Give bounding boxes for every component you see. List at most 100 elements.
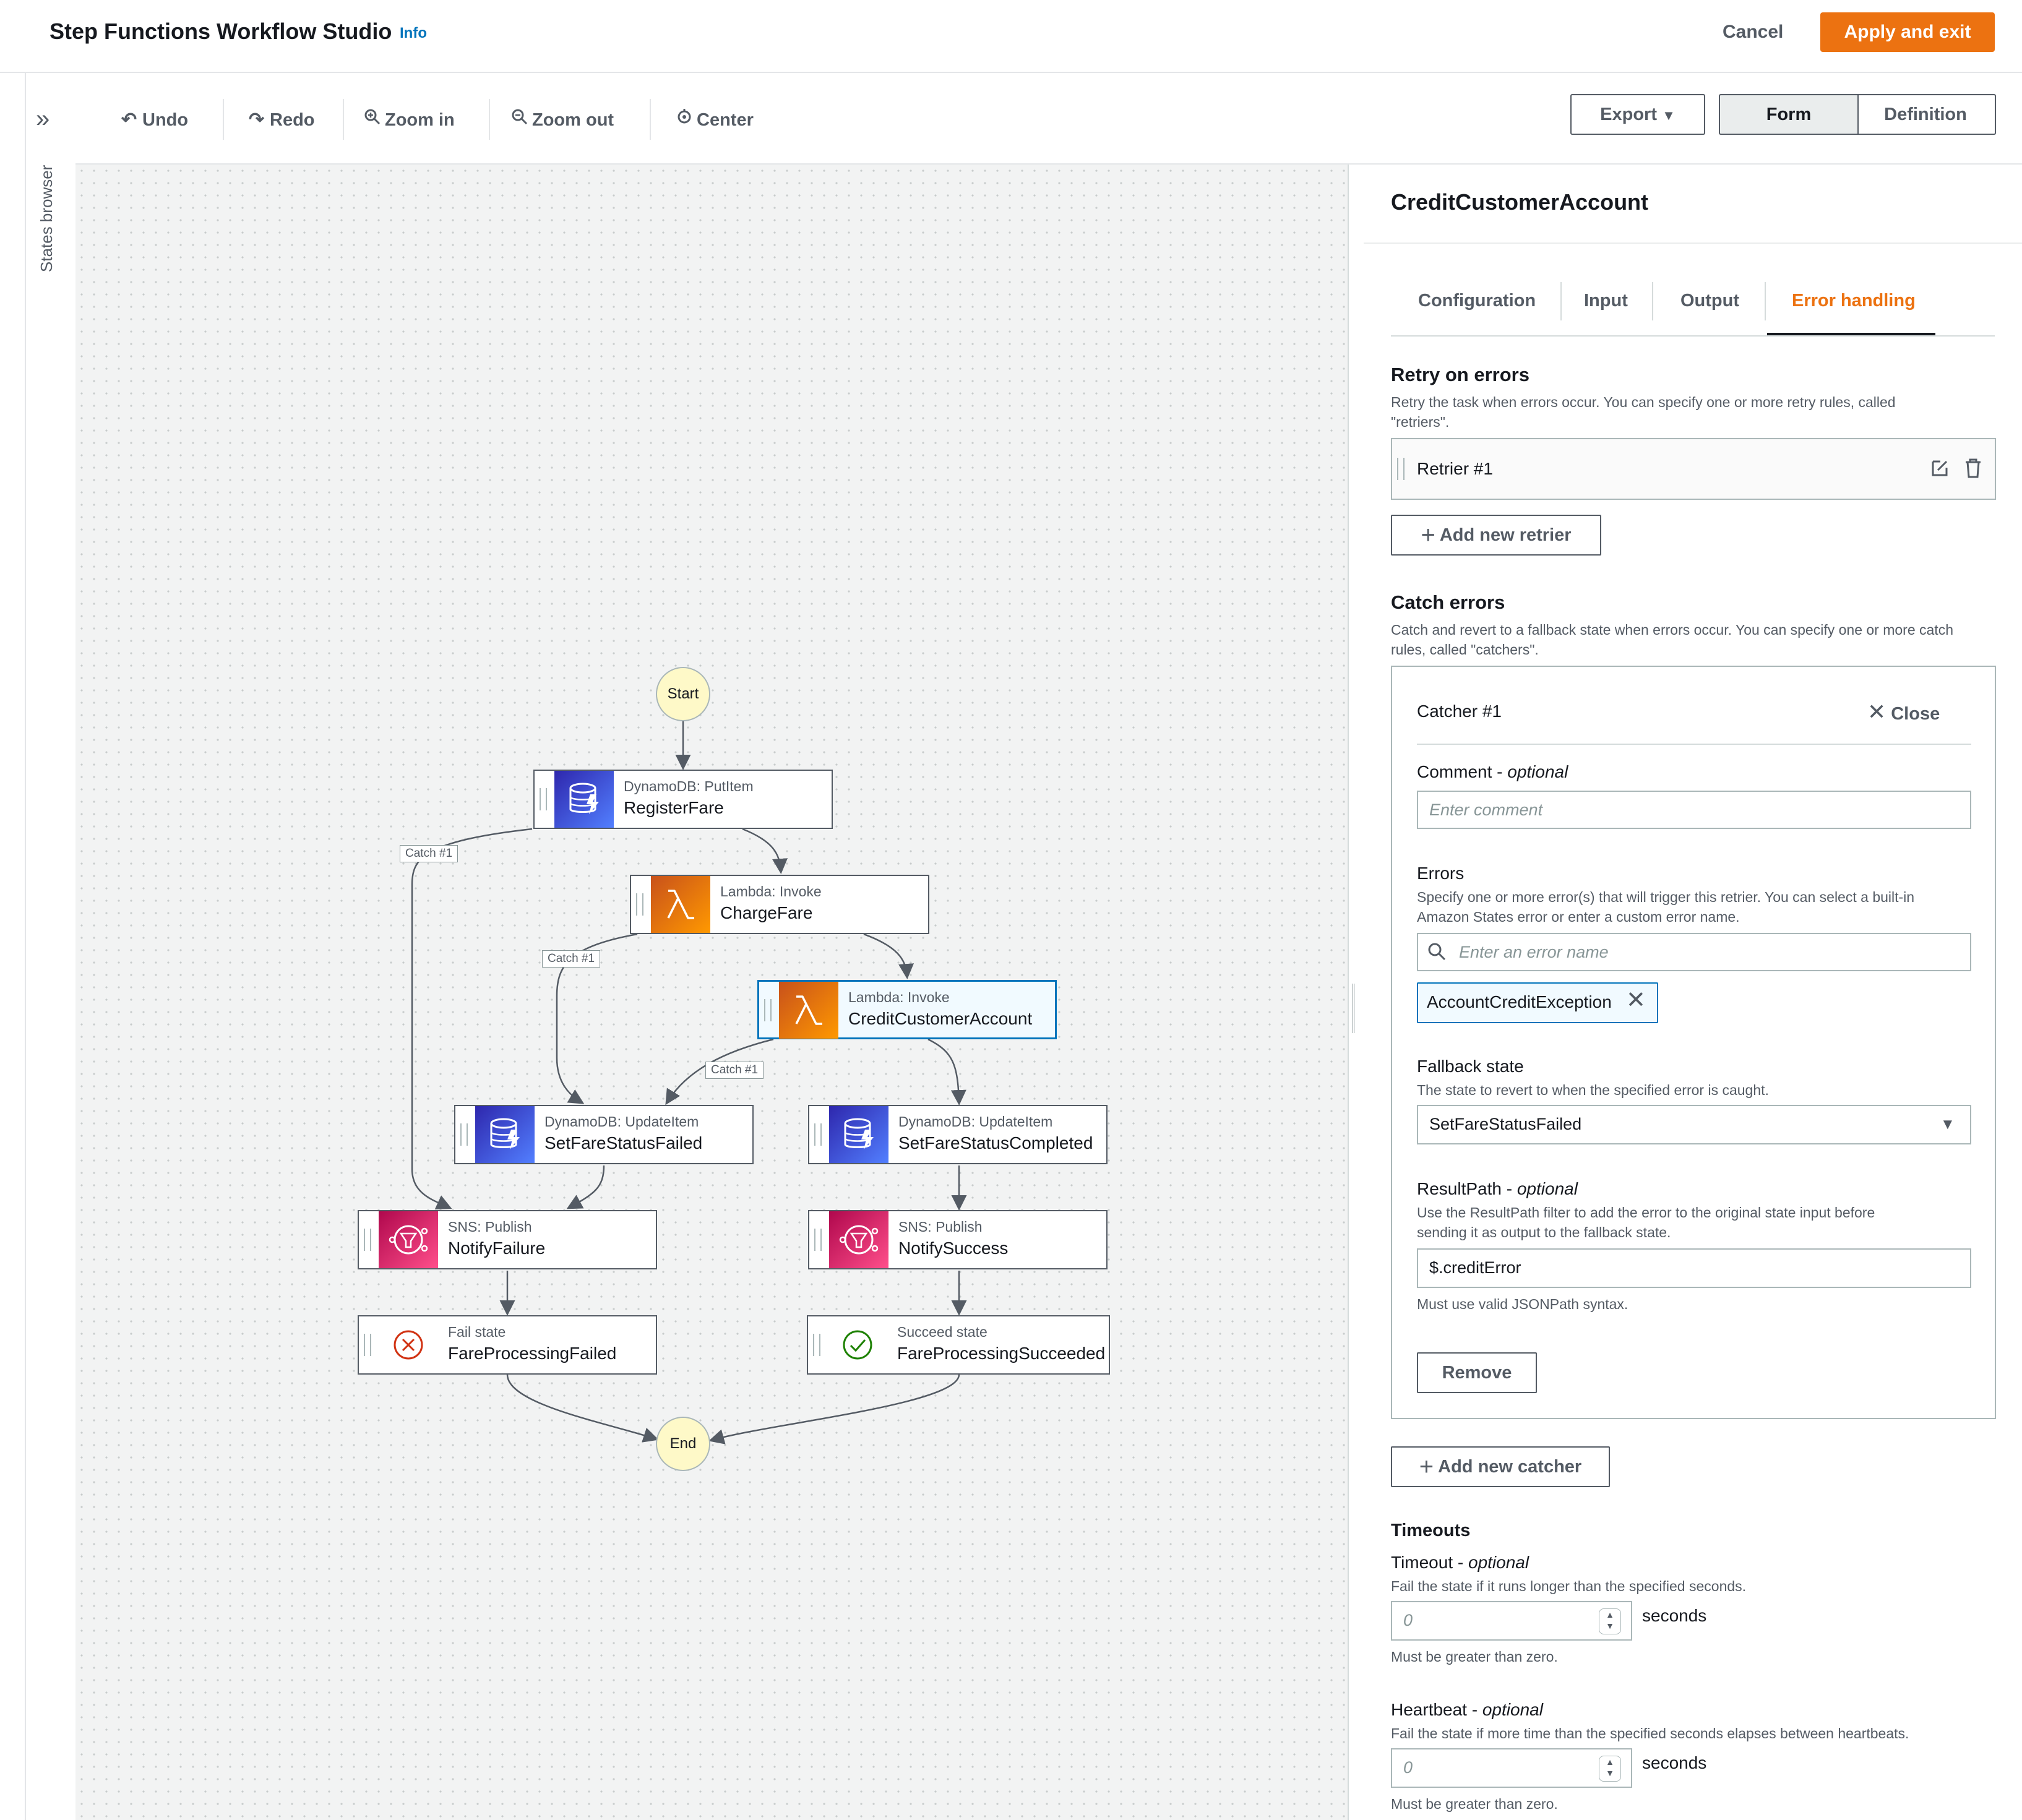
drag-handle[interactable] (1397, 458, 1405, 480)
caret-down-icon: ▼ (1940, 1116, 1955, 1133)
state-node-notifysuccess[interactable]: SNS: Publish NotifySuccess (808, 1210, 1108, 1269)
export-dropdown-button[interactable]: Export ▼ (1570, 94, 1705, 135)
definition-toggle-button[interactable]: Definition (1856, 94, 1996, 135)
delete-trash-icon[interactable] (1964, 458, 1982, 482)
fail-x-icon (379, 1316, 438, 1373)
drag-handle[interactable] (636, 893, 643, 916)
resultpath-label: ResultPath - optional (1417, 1179, 1578, 1198)
panel-resize-splitter[interactable] (1348, 165, 1365, 1820)
state-node-registerfare[interactable]: DynamoDB: PutItem RegisterFare (533, 770, 833, 829)
toolbar-divider (223, 99, 224, 140)
node-type: Lambda: Invoke (848, 989, 950, 1005)
add-retrier-label: Add new retrier (1439, 525, 1572, 545)
form-toggle-button[interactable]: Form (1719, 94, 1859, 135)
toolbar-divider (489, 99, 490, 140)
drag-handle[interactable] (814, 1229, 822, 1251)
retry-description: Retry the task when errors occur. You ca… (1391, 394, 1896, 430)
undo-button[interactable]: ↶Undo (121, 105, 188, 135)
stepper-icon[interactable]: ▲▼ (1599, 1608, 1621, 1634)
comment-input[interactable]: Enter comment (1417, 791, 1971, 829)
tab-configuration[interactable]: Configuration (1418, 291, 1536, 311)
errors-label: Errors (1417, 864, 1465, 883)
active-tab-indicator (1767, 333, 1935, 335)
heartbeat-seconds-input[interactable]: 0 (1391, 1748, 1632, 1788)
retrier-row[interactable] (1391, 438, 1996, 500)
fallback-label: Fallback state (1417, 1057, 1524, 1076)
heartbeat-label: Heartbeat - optional (1391, 1700, 1543, 1719)
redo-button[interactable]: ↷Redo (249, 105, 315, 135)
expand-chevron-icon[interactable]: » (36, 105, 50, 132)
plus-icon: + (1419, 1453, 1434, 1480)
redo-label: Redo (270, 110, 315, 130)
state-node-setfarestatusfailed[interactable]: DynamoDB: UpdateItem SetFareStatusFailed (454, 1105, 754, 1164)
state-node-fareprocessingfailed[interactable]: Fail state FareProcessingFailed (358, 1315, 657, 1375)
node-type: SNS: Publish (898, 1219, 983, 1235)
info-link[interactable]: Info (400, 25, 427, 41)
drag-handle[interactable] (814, 1123, 822, 1146)
divider (1364, 243, 2022, 244)
node-type: DynamoDB: PutItem (624, 778, 754, 794)
state-node-fareprocessingsucceeded[interactable]: Succeed state FareProcessingSucceeded (807, 1315, 1110, 1375)
node-name: NotifyFailure (448, 1238, 546, 1258)
close-catcher-button[interactable]: ✕ Close (1867, 699, 1940, 725)
stepper-icon[interactable]: ▲▼ (1599, 1756, 1621, 1782)
close-icon: ✕ (1867, 699, 1886, 724)
node-name: CreditCustomerAccount (848, 1009, 1033, 1028)
drag-handle[interactable] (813, 1334, 820, 1356)
node-type: Lambda: Invoke (720, 883, 822, 899)
tabs-baseline (1391, 335, 1995, 337)
workflow-canvas[interactable] (75, 165, 1348, 1820)
edge (411, 828, 533, 1209)
lambda-icon (651, 876, 710, 933)
zoom-in-button[interactable]: Zoom in (364, 105, 455, 135)
edge (863, 933, 914, 979)
end-node[interactable]: End (656, 1417, 710, 1471)
error-name-search-input[interactable]: Enter an error name (1417, 933, 1971, 971)
fallback-state-select[interactable]: SetFareStatusFailed (1417, 1105, 1971, 1144)
cancel-button[interactable]: Cancel (1723, 22, 1784, 42)
error-token (1417, 982, 1658, 1023)
catch-heading: Catch errors (1391, 591, 1505, 613)
comment-label: Comment - optional (1417, 762, 1568, 781)
node-type: SNS: Publish (448, 1219, 532, 1235)
tab-error-handling[interactable]: Error handling (1792, 291, 1916, 311)
drag-handle[interactable] (764, 999, 772, 1021)
remove-token-icon[interactable]: ✕ (1626, 987, 1646, 1013)
edge (708, 1374, 960, 1444)
state-node-setfarestatuscompleted[interactable]: DynamoDB: UpdateItem SetFareStatusComple… (808, 1105, 1108, 1164)
divider (1417, 744, 1971, 745)
state-node-chargefare[interactable]: Lambda: Invoke ChargeFare (630, 875, 929, 934)
timeout-seconds-input[interactable]: 0 (1391, 1601, 1632, 1641)
drag-handle[interactable] (540, 788, 547, 810)
state-node-creditcustomeraccount[interactable]: Lambda: Invoke CreditCustomerAccount (757, 980, 1057, 1039)
resize-grip-icon[interactable] (1353, 984, 1361, 1033)
drag-handle[interactable] (364, 1229, 371, 1251)
center-button[interactable]: Center (676, 105, 754, 135)
edge (742, 828, 788, 874)
undo-label: Undo (142, 110, 189, 130)
success-check-icon (828, 1316, 887, 1373)
add-new-retrier-button[interactable]: + Add new retrier (1391, 515, 1601, 556)
edit-icon[interactable] (1929, 458, 1950, 482)
add-new-catcher-button[interactable]: + Add new catcher (1391, 1446, 1610, 1487)
zoom-out-button[interactable]: Zoom out (511, 105, 614, 135)
drag-handle[interactable] (460, 1123, 468, 1146)
resultpath-description: Use the ResultPath filter to add the err… (1417, 1204, 1875, 1240)
start-node[interactable]: Start (656, 667, 710, 721)
tab-output[interactable]: Output (1680, 291, 1740, 311)
toolbar (75, 73, 2022, 165)
panel-title: CreditCustomerAccount (1391, 189, 1649, 215)
timeout-unit: seconds (1642, 1606, 1707, 1625)
state-node-notifyfailure[interactable]: SNS: Publish NotifyFailure (358, 1210, 657, 1269)
tab-input[interactable]: Input (1584, 291, 1628, 311)
apply-and-exit-button[interactable]: Apply and exit (1820, 12, 1995, 52)
node-name: SetFareStatusCompleted (898, 1133, 1093, 1153)
remove-catcher-button[interactable]: Remove (1417, 1352, 1537, 1393)
sns-icon (829, 1211, 888, 1268)
resultpath-input[interactable]: $.creditError (1417, 1248, 1971, 1288)
tab-divider (1560, 282, 1562, 320)
add-catcher-label: Add new catcher (1438, 1457, 1582, 1477)
drag-handle[interactable] (364, 1334, 371, 1356)
resultpath-hint: Must use valid JSONPath syntax. (1417, 1296, 1628, 1312)
zoom-in-label: Zoom in (385, 110, 455, 130)
